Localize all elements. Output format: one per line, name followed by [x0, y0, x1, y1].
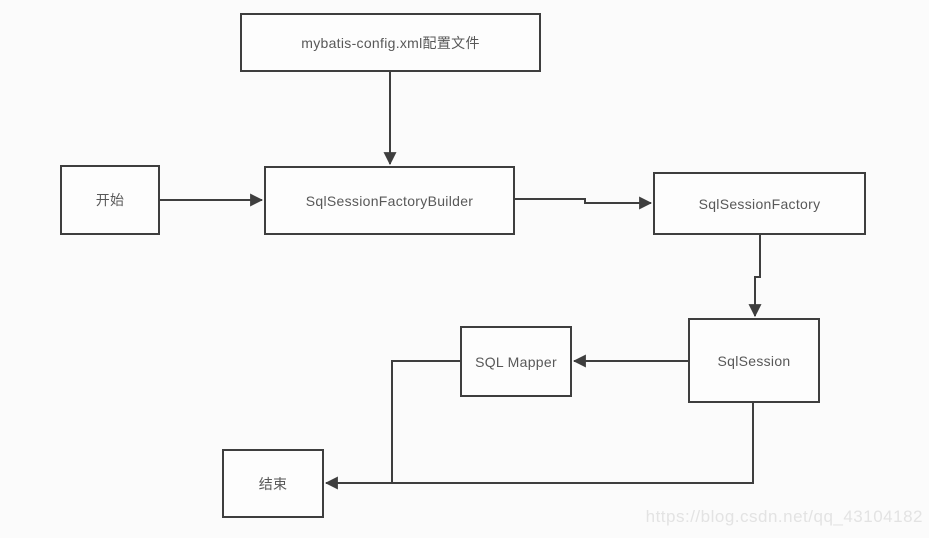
- edge-mapper-to-end-connector: [391, 360, 460, 483]
- csdn-watermark: https://blog.csdn.net/qq_43104182: [645, 507, 923, 526]
- node-end: 结束: [222, 449, 324, 518]
- edge-builder-to-factory-arrow: [515, 196, 653, 210]
- node-sqlsessionfactorybuilder-label: SqlSessionFactoryBuilder: [305, 192, 474, 209]
- node-sqlsessionfactory: SqlSessionFactory: [653, 172, 866, 235]
- edge-session-to-end-arrow: [324, 403, 754, 490]
- node-start-label: 开始: [95, 192, 125, 208]
- node-sqlsessionfactory-label: SqlSessionFactory: [698, 195, 821, 212]
- edge-factory-to-session-arrow: [748, 235, 762, 318]
- node-sqlsessionfactorybuilder: SqlSessionFactoryBuilder: [264, 166, 515, 235]
- node-sqlsession-label: SqlSession: [717, 352, 791, 369]
- node-end-label: 结束: [258, 475, 288, 492]
- node-sql-mapper-label: SQL Mapper: [475, 353, 557, 370]
- node-mybatis-config-label: mybatis-config.xml配置文件: [301, 34, 480, 51]
- node-mybatis-config-file: mybatis-config.xml配置文件: [240, 13, 541, 72]
- node-sql-mapper: SQL Mapper: [460, 326, 572, 397]
- node-sqlsession: SqlSession: [688, 318, 820, 403]
- node-start: 开始: [60, 165, 160, 235]
